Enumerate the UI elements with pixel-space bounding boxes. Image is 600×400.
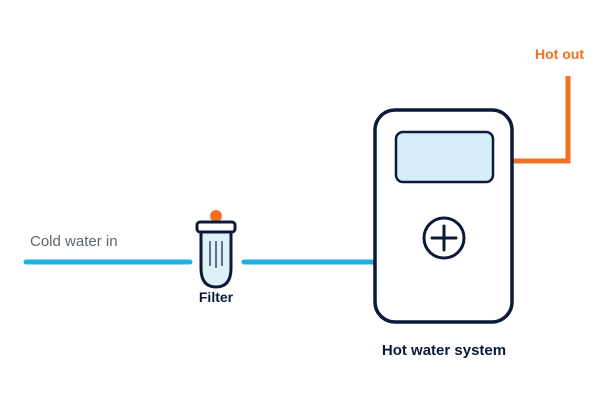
hot-out-label: Hot out: [535, 46, 584, 62]
filter: [195, 210, 237, 289]
unit-display-screen: [394, 130, 495, 184]
hot-water-system-label: Hot water system: [382, 342, 506, 359]
filter-knob-icon: [210, 210, 222, 222]
hot-pipe-outlet: [512, 76, 571, 164]
filter-label: Filter: [199, 289, 234, 305]
cold-water-in-label: Cold water in: [30, 233, 118, 250]
hot-water-unit: [373, 108, 514, 324]
plus-circle-icon: [422, 216, 466, 260]
